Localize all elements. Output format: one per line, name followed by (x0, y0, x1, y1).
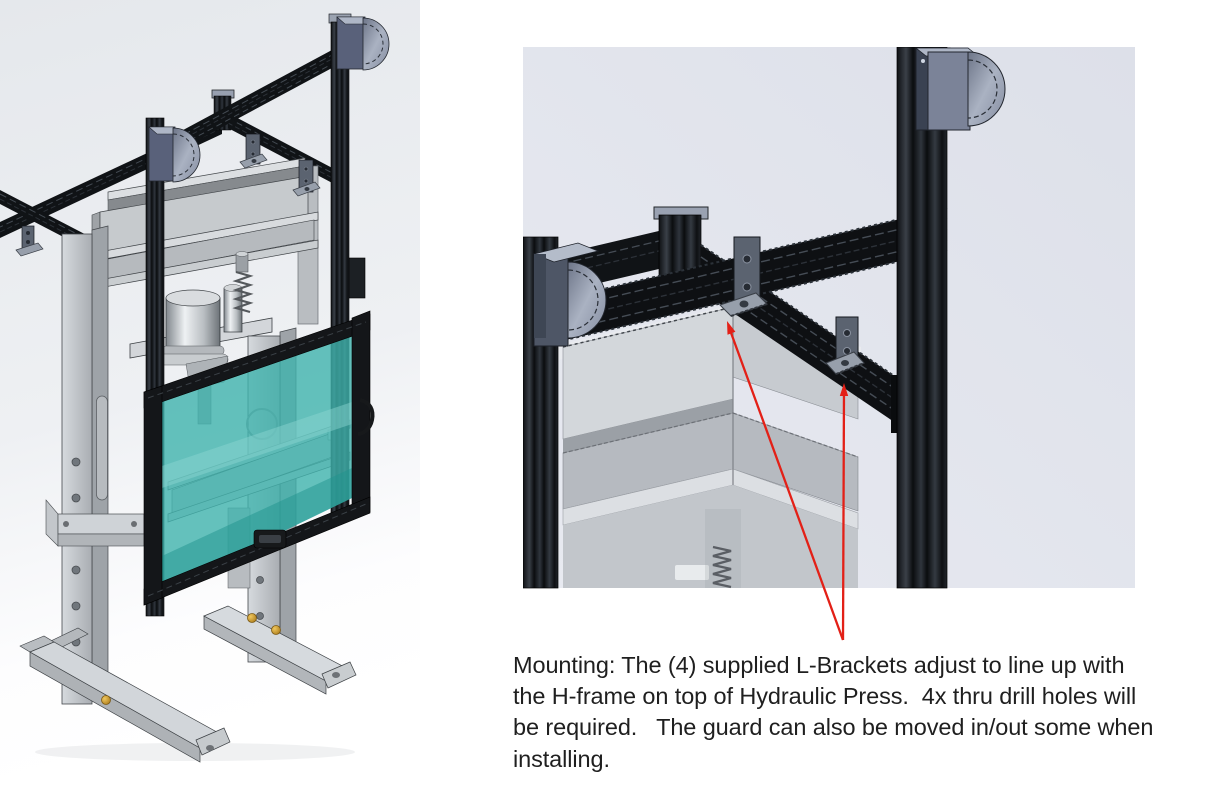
retractor-housing-left (532, 242, 607, 347)
housing-side-face (534, 254, 546, 338)
caption-line-4: installing. (513, 745, 610, 772)
caption-line-1: Mounting: The (4) supplied L-Brackets ad… (513, 652, 1125, 678)
overview-figure-svg (0, 0, 420, 775)
press-foot-left (19, 635, 231, 763)
callout-arrowhead (839, 383, 849, 396)
door-glass (162, 332, 352, 590)
press-column-left (45, 225, 145, 705)
glass-highlight (162, 402, 352, 488)
callout-arrow-line (728, 329, 845, 641)
callout-arrow-line (841, 387, 846, 641)
thumbscrew (271, 625, 281, 635)
guard-post-right (896, 47, 948, 589)
cylinder-body (165, 297, 221, 355)
door-frame-left (143, 385, 163, 606)
column-slot (96, 395, 108, 501)
retractor-housing-right (914, 47, 1006, 131)
glass-shade (162, 468, 352, 590)
rear-l-bracket (15, 225, 44, 257)
door-latch-inner (259, 535, 281, 543)
retractor-housing-left (148, 126, 201, 183)
press-foot-right (203, 605, 357, 695)
h-frame-slot (675, 565, 709, 580)
callout-arrows (727, 321, 849, 641)
l-bracket-2 (825, 316, 865, 375)
coil-hose (232, 270, 254, 314)
detail-figure (523, 47, 1135, 647)
coil-texture (712, 545, 732, 589)
caption-line-3: be required. The guard can also be moved… (513, 714, 1154, 741)
guard-door (143, 310, 375, 606)
callout-arrowhead (727, 321, 736, 335)
door-frame (143, 310, 371, 606)
overview-figure (0, 0, 420, 775)
l-bracket-1 (719, 236, 768, 317)
housing-bolt (921, 59, 925, 63)
door-handle (357, 398, 375, 436)
h-frame-floor-edge (563, 399, 733, 453)
retractor-housing-right (336, 16, 390, 71)
detail-figure-svg (523, 47, 1135, 641)
h-frame-lower-face (563, 485, 858, 588)
front-l-bracket-2 (292, 159, 321, 197)
thumbscrew (101, 695, 111, 705)
press-feet (19, 605, 357, 763)
caption-line-2: the H-frame on top of Hydraulic Press. 4… (513, 683, 1137, 710)
mounting-caption: Mounting: The (4) supplied L-Brackets ad… (513, 650, 1218, 775)
door-frame-right (351, 310, 371, 520)
interlock-block (348, 257, 366, 299)
front-l-bracket-1 (239, 133, 268, 169)
thumbscrew (247, 613, 257, 623)
